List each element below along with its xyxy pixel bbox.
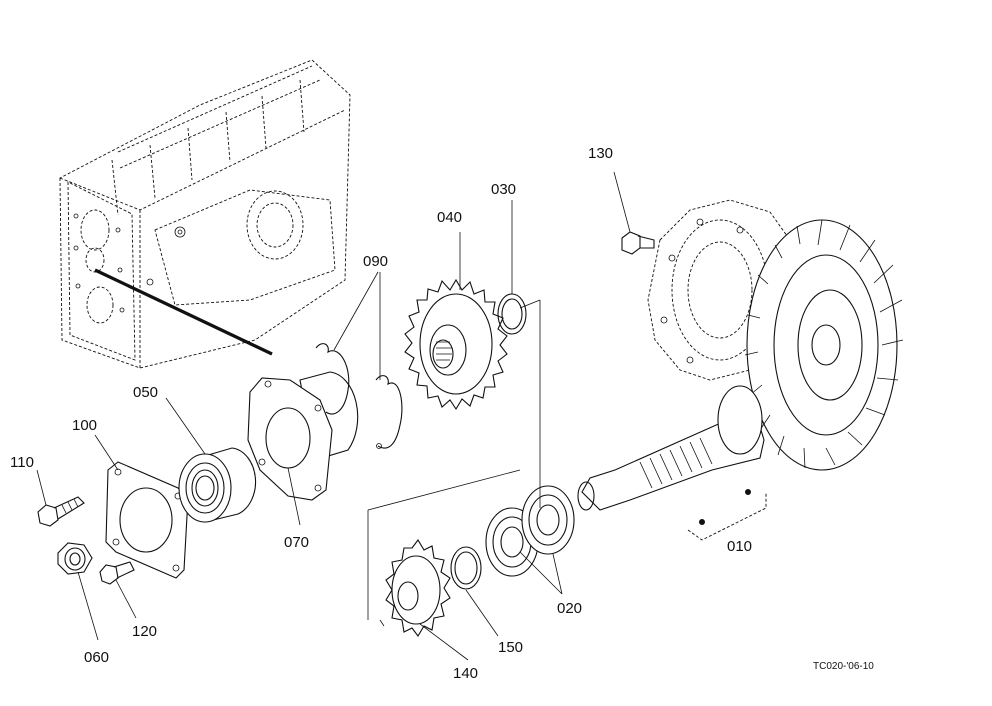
bearing-050 xyxy=(178,447,257,523)
cover-plate-100 xyxy=(105,461,189,579)
label-part-070: 070 xyxy=(284,534,310,551)
label-part-050: 050 xyxy=(133,384,159,401)
bearing-housing-070 xyxy=(247,371,359,501)
gear-040 xyxy=(404,278,508,411)
label-part-090: 090 xyxy=(363,253,389,270)
label-part-130: 130 xyxy=(588,145,614,162)
bolt-110 xyxy=(37,496,85,527)
label-part-010: 010 xyxy=(727,538,753,555)
snap-rings-090 xyxy=(315,343,403,449)
differential-assembly-010 xyxy=(577,199,904,541)
ring-150 xyxy=(450,546,482,590)
label-part-030: 030 xyxy=(491,181,517,198)
bolt-130 xyxy=(621,231,655,255)
gear-140 xyxy=(385,539,451,637)
label-part-020: 020 xyxy=(557,600,583,617)
label-part-120: 120 xyxy=(132,623,158,640)
ring-030 xyxy=(497,293,527,335)
bolt-120 xyxy=(99,561,135,585)
leader-lines xyxy=(36,171,631,661)
nut-060 xyxy=(57,542,93,575)
label-part-100: 100 xyxy=(72,417,98,434)
label-part-040: 040 xyxy=(437,209,463,226)
label-part-060: 060 xyxy=(84,649,110,666)
assembly-frame-lines xyxy=(367,299,541,627)
bearings-020 xyxy=(485,485,575,577)
label-part-150: 150 xyxy=(498,639,524,656)
label-part-140: 140 xyxy=(453,665,479,682)
transmission-case xyxy=(59,59,351,369)
drawing-code: TC020-'06-10 xyxy=(813,661,874,672)
label-part-110: 110 xyxy=(10,454,34,471)
